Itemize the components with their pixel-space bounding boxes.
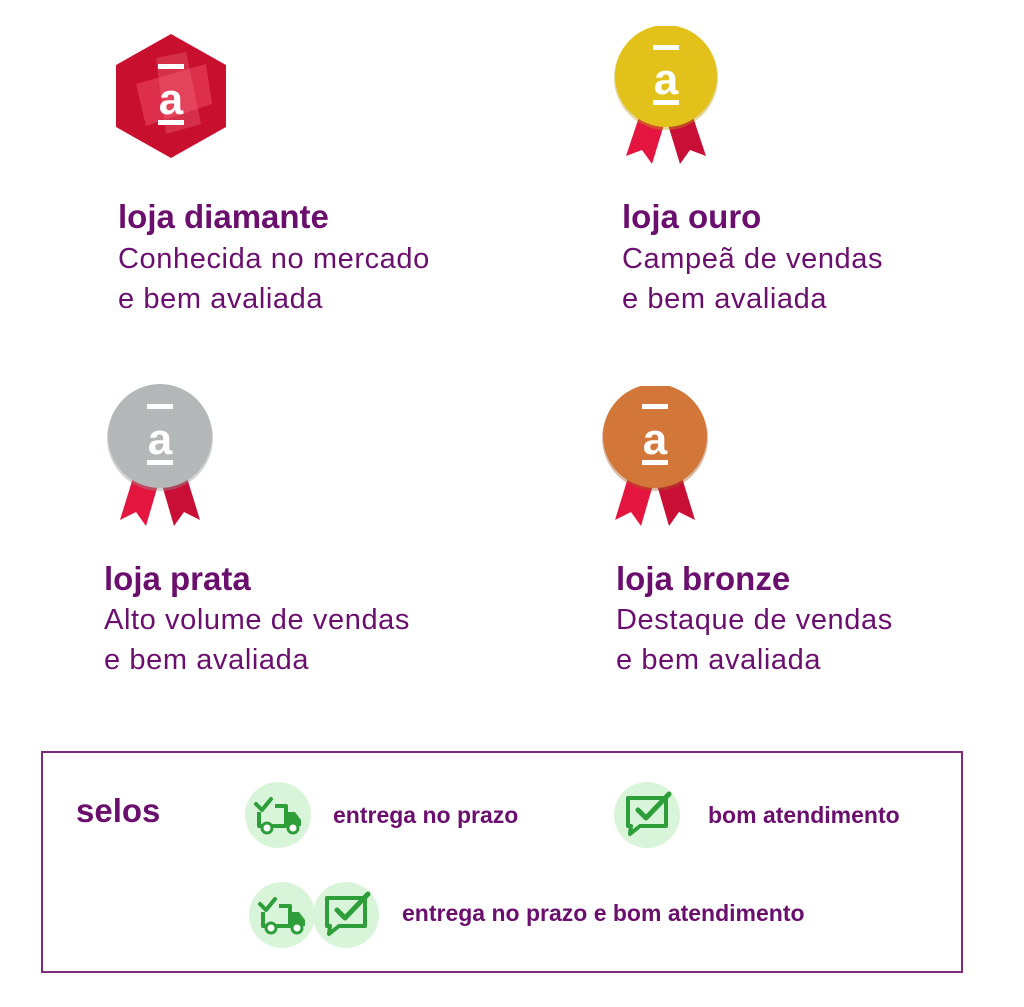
tier-desc-ouro-line2: e bem avaliada	[622, 283, 828, 315]
tier-desc-prata-line1: Alto volume de vendas	[104, 604, 410, 636]
truck-icon	[249, 882, 315, 948]
badge-letter: a	[643, 415, 668, 464]
tier-title-bronze: loja bronze	[616, 560, 791, 597]
gold-medal-icon: a	[614, 26, 718, 164]
tier-title-prata: loja prata	[104, 560, 251, 597]
bronze-medal-icon: a	[602, 386, 708, 526]
seal-label-entrega: entrega no prazo	[333, 802, 519, 828]
tier-desc-prata-line2: e bem avaliada	[104, 644, 310, 676]
badge-letter: a	[148, 415, 173, 464]
chat-check-icon	[313, 882, 379, 948]
seal-label-combined: entrega no prazo e bom atendimento	[402, 900, 805, 926]
silver-medal-icon: a	[107, 384, 213, 526]
seals-panel	[41, 751, 963, 973]
tier-desc-diamante-line1: Conhecida no mercado	[118, 243, 430, 275]
seal-label-atendimento: bom atendimento	[708, 802, 900, 828]
badge-letter: a	[159, 75, 184, 124]
tier-title-diamante: loja diamante	[118, 198, 329, 235]
tier-title-ouro: loja ouro	[622, 198, 762, 235]
seals-title: selos	[76, 792, 161, 829]
diamond-badge-icon: a	[116, 34, 226, 158]
chat-check-icon	[614, 782, 680, 848]
tier-desc-diamante-line2: e bem avaliada	[118, 283, 324, 315]
badge-letter: a	[654, 55, 679, 104]
tier-desc-bronze-line1: Destaque de vendas	[616, 604, 893, 636]
truck-icon	[245, 782, 311, 848]
tier-desc-ouro-line1: Campeã de vendas	[622, 243, 884, 275]
tier-desc-bronze-line2: e bem avaliada	[616, 644, 822, 676]
